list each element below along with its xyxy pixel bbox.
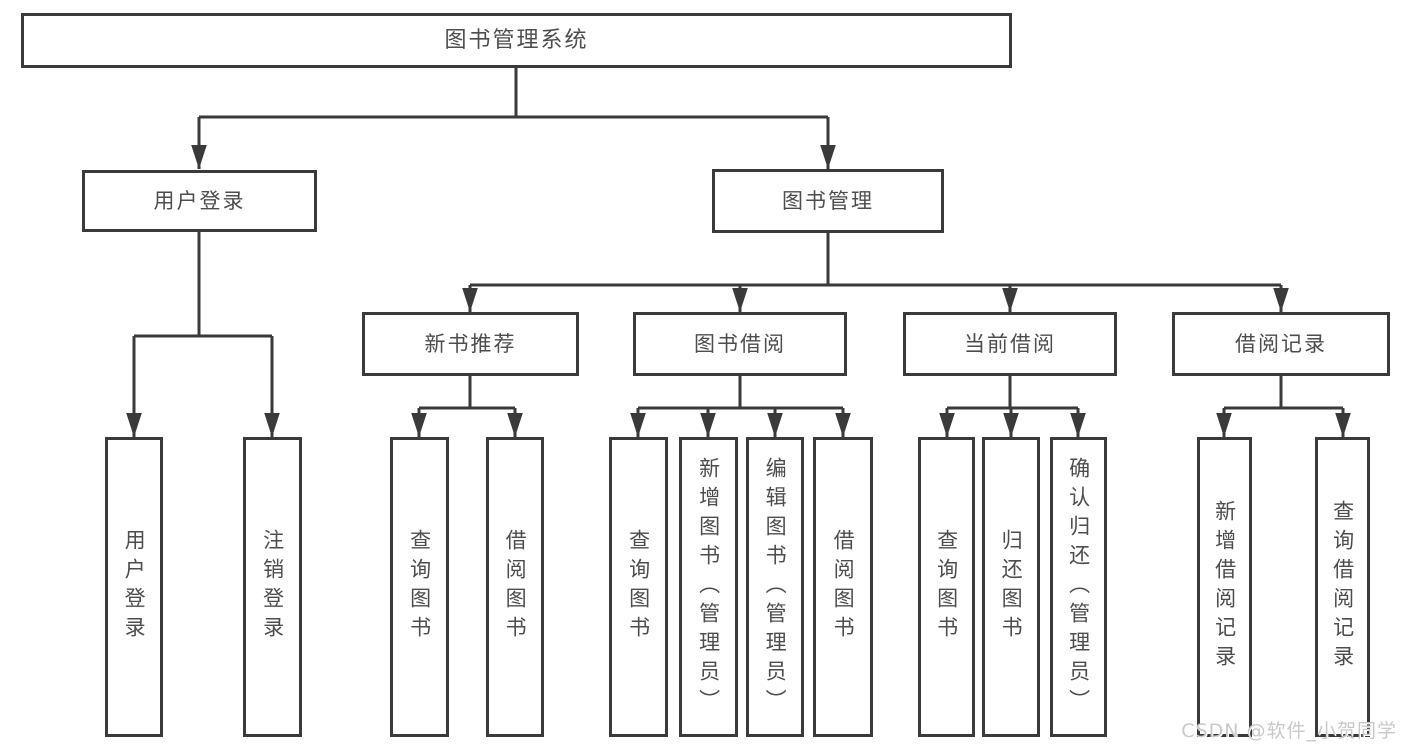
node-new-book-recommend: 新书推荐 [362, 312, 579, 376]
leaf-borrow-book-recommend: 借阅图书 [486, 437, 544, 737]
leaf-query-book-borrow: 查询图书 [609, 437, 668, 737]
node-borrow-record: 借阅记录 [1172, 312, 1390, 376]
node-current-borrow: 当前借阅 [903, 312, 1117, 376]
node-book-management: 图书管理 [712, 169, 944, 233]
leaf-query-book-current: 查询图书 [918, 437, 975, 737]
leaf-borrow-book: 借阅图书 [813, 437, 873, 737]
node-user-login: 用户登录 [82, 170, 317, 232]
leaf-confirm-return-admin: 确认归还（管理员） [1050, 437, 1107, 737]
leaf-user-login: 用户登录 [105, 437, 163, 737]
leaf-return-book: 归还图书 [982, 437, 1040, 737]
leaf-edit-book-admin: 编辑图书（管理员） [746, 437, 804, 737]
leaf-add-book-admin: 新增图书（管理员） [679, 437, 738, 737]
watermark: CSDN @软件_小贺同学 [1181, 720, 1397, 742]
leaf-add-borrow-record: 新增借阅记录 [1197, 437, 1252, 737]
leaf-logout-login: 注销登录 [243, 437, 302, 737]
leaf-query-borrow-record: 查询借阅记录 [1315, 437, 1370, 737]
node-library-management-system: 图书管理系统 [21, 13, 1012, 68]
leaf-query-book-recommend: 查询图书 [390, 437, 449, 737]
node-book-borrow: 图书借阅 [633, 312, 847, 376]
